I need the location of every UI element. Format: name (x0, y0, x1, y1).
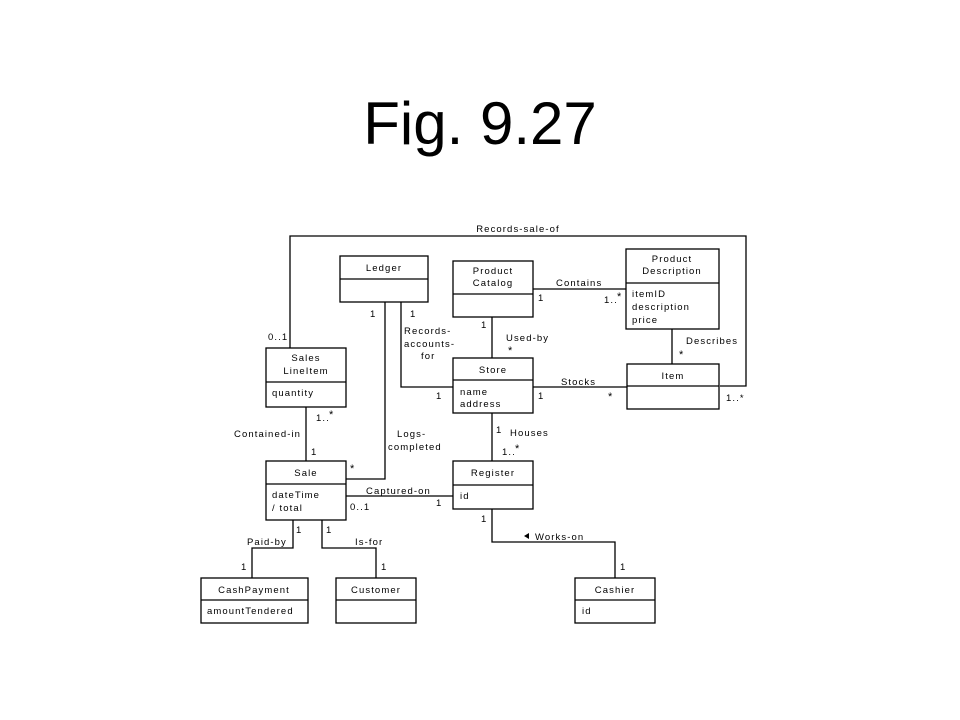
association-lines (251, 235, 747, 578)
mult-register-works-on: 1 (481, 514, 487, 525)
class-product-catalog: Product Catalog (452, 260, 534, 318)
mult-item-describes: * (679, 349, 684, 361)
attribute: id (582, 606, 592, 617)
multiplicity-labels: 0..1 1..* 1 1 1 1.. * 1 * * 1 1 * 1.. * … (241, 291, 745, 573)
line-works-on (491, 509, 616, 578)
mult-cashier-works-on: 1 (620, 562, 626, 573)
mult-catalog-contains: 1 (538, 293, 544, 304)
class-ledger: Ledger (339, 255, 429, 303)
class-name: Customer (351, 585, 401, 596)
class-store: Store name address (452, 357, 534, 414)
label-paid-by: Paid-by (247, 537, 287, 548)
label-contained-in: Contained-in (234, 429, 301, 440)
class-item: Item (626, 363, 720, 410)
label-records-accounts-for-line: Records- (404, 326, 451, 337)
attribute: description (632, 302, 690, 313)
slide-title: Fig. 9.27 (363, 90, 597, 157)
label-records-accounts-for-line: accounts- (404, 339, 455, 350)
label-houses: Houses (510, 428, 549, 439)
line-records-sale-of (289, 235, 747, 387)
label-describes: Describes (686, 336, 738, 347)
label-records-sale-of: Records-sale-of (476, 224, 560, 235)
mult-sales-line-item-contained-in: 1.. (316, 413, 330, 424)
mult-sale-contained-in: 1 (311, 447, 317, 458)
class-name: CashPayment (218, 585, 290, 596)
class-name-line: Catalog (473, 278, 513, 289)
label-stocks: Stocks (561, 377, 596, 388)
class-cash-payment: CashPayment amountTendered (200, 577, 309, 624)
attribute: name (460, 387, 488, 398)
label-works-on: Works-on (535, 532, 584, 543)
class-customer: Customer (335, 577, 417, 624)
class-product-description: Product Description itemID description p… (625, 248, 720, 330)
attribute: quantity (272, 388, 314, 399)
class-name: Sale (294, 468, 317, 479)
mult-ledger-records: 1 (410, 309, 416, 320)
attribute: itemID (632, 289, 666, 300)
mult-register-captured-on: 1 (436, 498, 442, 509)
line-logs-completed (346, 302, 386, 480)
mult-item-stocks: * (608, 391, 613, 403)
class-name: Store (479, 365, 507, 376)
class-name-line: Product (473, 266, 513, 277)
mult-sale-paid-by: 1 (296, 525, 302, 536)
class-name: Ledger (366, 263, 402, 274)
attribute: amountTendered (207, 606, 294, 617)
label-logs-completed-line: Logs- (397, 429, 426, 440)
mult-register-houses-star: * (515, 443, 520, 455)
mult-store-houses: 1 (496, 425, 502, 436)
class-sale: Sale dateTime / total (265, 460, 347, 521)
mult-store-records-accounts-for: 1 (436, 391, 442, 402)
line-is-for (321, 520, 377, 578)
attribute: address (460, 399, 502, 410)
attribute: id (460, 491, 470, 502)
mult-register-houses: 1.. (502, 447, 516, 458)
mult-cash-payment-paid-by: 1 (241, 562, 247, 573)
association-labels: Records-sale-of Contains Used-by Describ… (234, 224, 738, 548)
class-sales-line-item: Sales LineItem quantity (265, 347, 347, 408)
label-is-for: Is-for (355, 537, 383, 548)
mult-ledger-logs: 1 (370, 309, 376, 320)
class-register: Register id (452, 460, 534, 510)
label-captured-on: Captured-on (366, 486, 431, 497)
mult-sale-is-for: 1 (326, 525, 332, 536)
label-logs-completed-line: completed (388, 442, 442, 453)
mult-sales-line-item-records-sale-of: 0..1 (268, 332, 288, 343)
mult-store-used-by: * (508, 345, 513, 357)
label-records-accounts-for-line: for (421, 351, 435, 362)
mult-catalog-used-by: 1 (481, 320, 487, 331)
mult-sale-logs-completed: * (350, 463, 355, 475)
class-name-line: Sales (291, 353, 320, 364)
class-name: Register (471, 468, 515, 479)
class-name: Item (662, 371, 685, 382)
attribute: price (632, 315, 658, 326)
class-name-line: LineItem (283, 366, 328, 377)
class-name: Cashier (595, 585, 635, 596)
mult-store-stocks: 1 (538, 391, 544, 402)
attribute: dateTime (272, 490, 320, 501)
mult-description-contains-star: * (617, 291, 622, 303)
label-contains: Contains (556, 278, 602, 289)
class-name-line: Product (652, 254, 692, 265)
triangle-left-icon (524, 533, 529, 539)
mult-customer-is-for: 1 (381, 562, 387, 573)
mult-item-records-sale-of: 1..* (726, 393, 745, 404)
attribute: / total (272, 503, 303, 514)
line-paid-by (251, 520, 294, 578)
class-cashier: Cashier id (574, 577, 656, 624)
mult-sale-captured-on: 0..1 (350, 502, 370, 513)
class-name-line: Description (642, 266, 702, 277)
line-records-accounts-for (400, 302, 453, 388)
label-used-by: Used-by (506, 333, 549, 344)
mult-description-contains: 1.. (604, 295, 618, 306)
mult-sales-line-item-contained-in-star: * (329, 409, 334, 421)
